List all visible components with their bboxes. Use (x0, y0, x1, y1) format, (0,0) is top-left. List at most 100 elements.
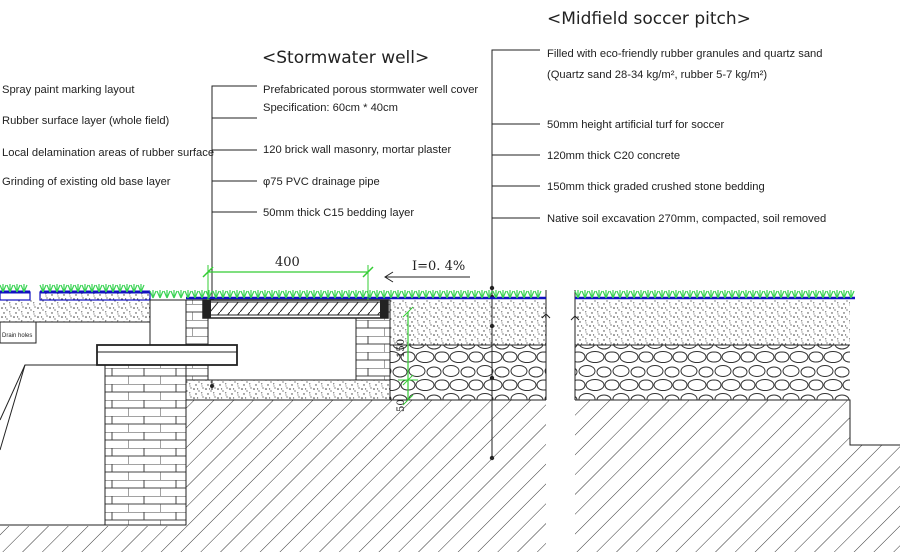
break-lines (541, 290, 580, 400)
turf-tuft (74, 284, 82, 293)
well-leader-vertical (211, 85, 257, 390)
turf-tuft (13, 284, 21, 293)
turf-tuft (275, 290, 283, 299)
soil-layer (0, 399, 900, 552)
turf-tuft (102, 284, 110, 293)
turf-tuft (254, 290, 262, 299)
turf-tuft (700, 290, 708, 299)
turf-tuft (756, 290, 764, 299)
turf-tuft (616, 290, 624, 299)
label-bedding-layer: 50mm thick C15 bedding layer (263, 207, 414, 219)
turf-tuft (352, 290, 360, 299)
turf-tuft (226, 290, 234, 299)
label-spray-paint: Spray paint marking layout (2, 84, 135, 96)
turf-tuft (602, 290, 610, 299)
turf-tuft (742, 290, 750, 299)
turf-tuft (436, 290, 444, 299)
label-rubber-surface: Rubber surface layer (whole field) (2, 115, 170, 127)
turf-tuft (359, 290, 367, 299)
turf-tuft (478, 290, 486, 299)
label-pvc-pipe: φ75 PVC drainage pipe (263, 176, 380, 188)
turf-tuft (60, 284, 68, 293)
concrete-layer (0, 300, 850, 345)
turf-tuft (233, 290, 241, 299)
label-artificial-turf: 50mm height artificial turf for soccer (547, 119, 724, 131)
turf-tuft (707, 290, 715, 299)
turf-tuft (464, 290, 472, 299)
dim-depth: 150 (396, 339, 407, 358)
turf-tuft (735, 290, 743, 299)
turf-tuft (123, 284, 131, 293)
turf-tuft (791, 290, 799, 299)
label-c20-concrete: 120mm thick C20 concrete (547, 150, 680, 162)
turf-tuft (401, 290, 409, 299)
turf-tuft (429, 290, 437, 299)
label-well-spec: Specification: 60cm * 40cm (263, 102, 398, 114)
turf-tuft (588, 290, 596, 299)
turf-tuft (53, 284, 61, 293)
turf-tuft (527, 290, 535, 299)
turf-tuft (88, 284, 96, 293)
turf-tuft (156, 290, 164, 299)
turf-tuft (595, 290, 603, 299)
turf-tuft (637, 290, 645, 299)
turf-tuft (693, 290, 701, 299)
turf-tuft (770, 290, 778, 299)
turf-tuft (728, 290, 736, 299)
turf-tuft (805, 290, 813, 299)
turf-tuft (177, 290, 185, 299)
turf-tuft (686, 290, 694, 299)
dimensions: 400 I=0. 4% 150 50 (202, 255, 470, 412)
label-quartz-ratio: (Quartz sand 28-34 kg/m², rubber 5-7 kg/… (547, 69, 767, 81)
crushed-stone-layer (390, 344, 850, 400)
turf-tuft (644, 290, 652, 299)
turf-tuft (630, 290, 638, 299)
dim-bed: 50 (396, 399, 407, 412)
pvc-pipe (96, 344, 238, 366)
left-labels: Spray paint marking layout Rubber surfac… (2, 84, 214, 188)
stormwater-well-title: <Stormwater well> (262, 48, 429, 68)
turf-tuft (39, 284, 47, 293)
turf-tuft (833, 290, 841, 299)
midfield-pitch-title: <Midfield soccer pitch> (547, 9, 751, 29)
turf-tuft (240, 290, 248, 299)
turf-tuft (109, 284, 117, 293)
turf-tuft (324, 290, 332, 299)
label-crushed-stone: 150mm thick graded crushed stone bedding (547, 181, 765, 193)
turf-tuft (658, 290, 666, 299)
dim-slope: I=0. 4% (412, 259, 465, 274)
label-brick-wall: 120 brick wall masonry, mortar plaster (263, 144, 451, 156)
turf-tuft (219, 290, 227, 299)
turf-tuft (581, 290, 589, 299)
turf-tuft (81, 284, 89, 293)
turf-tuft (247, 290, 255, 299)
left-pit: Drain holes (0, 299, 238, 526)
label-native-soil: Native soil excavation 270mm, compacted,… (547, 213, 826, 225)
turf-tuft (282, 290, 290, 299)
turf-tuft (840, 290, 848, 299)
turf-tuft (623, 290, 631, 299)
turf-tuft (46, 284, 54, 293)
turf-tuft (777, 290, 785, 299)
turf-tuft (170, 290, 178, 299)
turf-tuft (721, 290, 729, 299)
turf-tuft (184, 290, 192, 299)
turf-tuft (714, 290, 722, 299)
turf-tuft (268, 290, 276, 299)
turf-tuft (784, 290, 792, 299)
turf-tuft (296, 290, 304, 299)
turf-tuft (485, 290, 493, 299)
turf-tuft (289, 290, 297, 299)
turf-tuft (163, 290, 171, 299)
turf-tuft (20, 284, 28, 293)
turf-tuft (651, 290, 659, 299)
turf-tuft (574, 290, 582, 299)
turf-tuft (137, 284, 145, 293)
turf-tuft (191, 290, 199, 299)
turf-tuft (310, 290, 318, 299)
turf-tuft (499, 290, 507, 299)
turf-tuft (826, 290, 834, 299)
turf-tuft (812, 290, 820, 299)
turf-tuft (149, 290, 157, 299)
label-grinding: Grinding of existing old base layer (2, 176, 171, 188)
